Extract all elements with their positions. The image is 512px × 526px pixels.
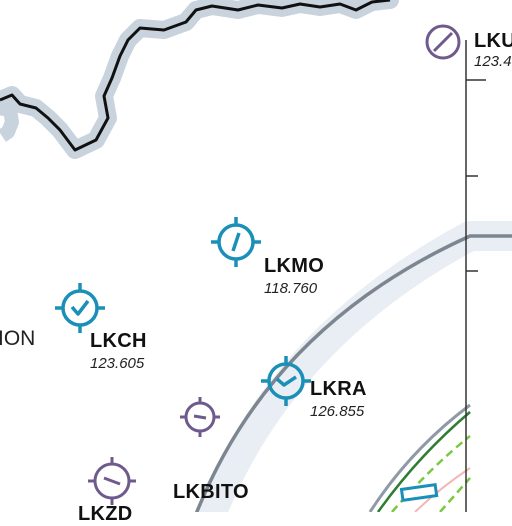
graticule-line (465, 40, 486, 512)
untowered-aerodrome-icon[interactable] (88, 457, 136, 505)
aerodrome-frequency-lkmo: 118.760 (264, 280, 318, 297)
region-label: ION (0, 327, 36, 350)
aerodrome-code-lkbito: LKBITO (173, 481, 249, 503)
aerodrome-frequency-lku: 123.4 (474, 53, 512, 70)
obstacle-marker (399, 482, 439, 503)
aeronautical-map (0, 0, 512, 512)
untowered-aerodrome-icon[interactable] (425, 24, 461, 60)
towered-aerodrome-icon[interactable] (211, 217, 261, 267)
towered-aerodrome-icon[interactable] (261, 356, 311, 406)
untowered-aerodrome-icon[interactable] (180, 397, 220, 437)
state-border (0, 0, 399, 159)
towered-aerodrome-icon[interactable] (55, 283, 105, 333)
aerodrome-code-lkmo: LKMO (264, 255, 325, 277)
aerodrome-code-lku: LKU (474, 30, 512, 52)
aerodrome-code-lkra: LKRA (310, 378, 367, 400)
aerodrome-code-lkzd: LKZD (78, 503, 133, 525)
aerodrome-frequency-lkra: 126.855 (310, 403, 365, 420)
aerodrome-frequency-lkch: 123.605 (90, 355, 145, 372)
ctr-boundary (194, 221, 512, 512)
aerodrome-code-lkch: LKCH (90, 330, 147, 352)
